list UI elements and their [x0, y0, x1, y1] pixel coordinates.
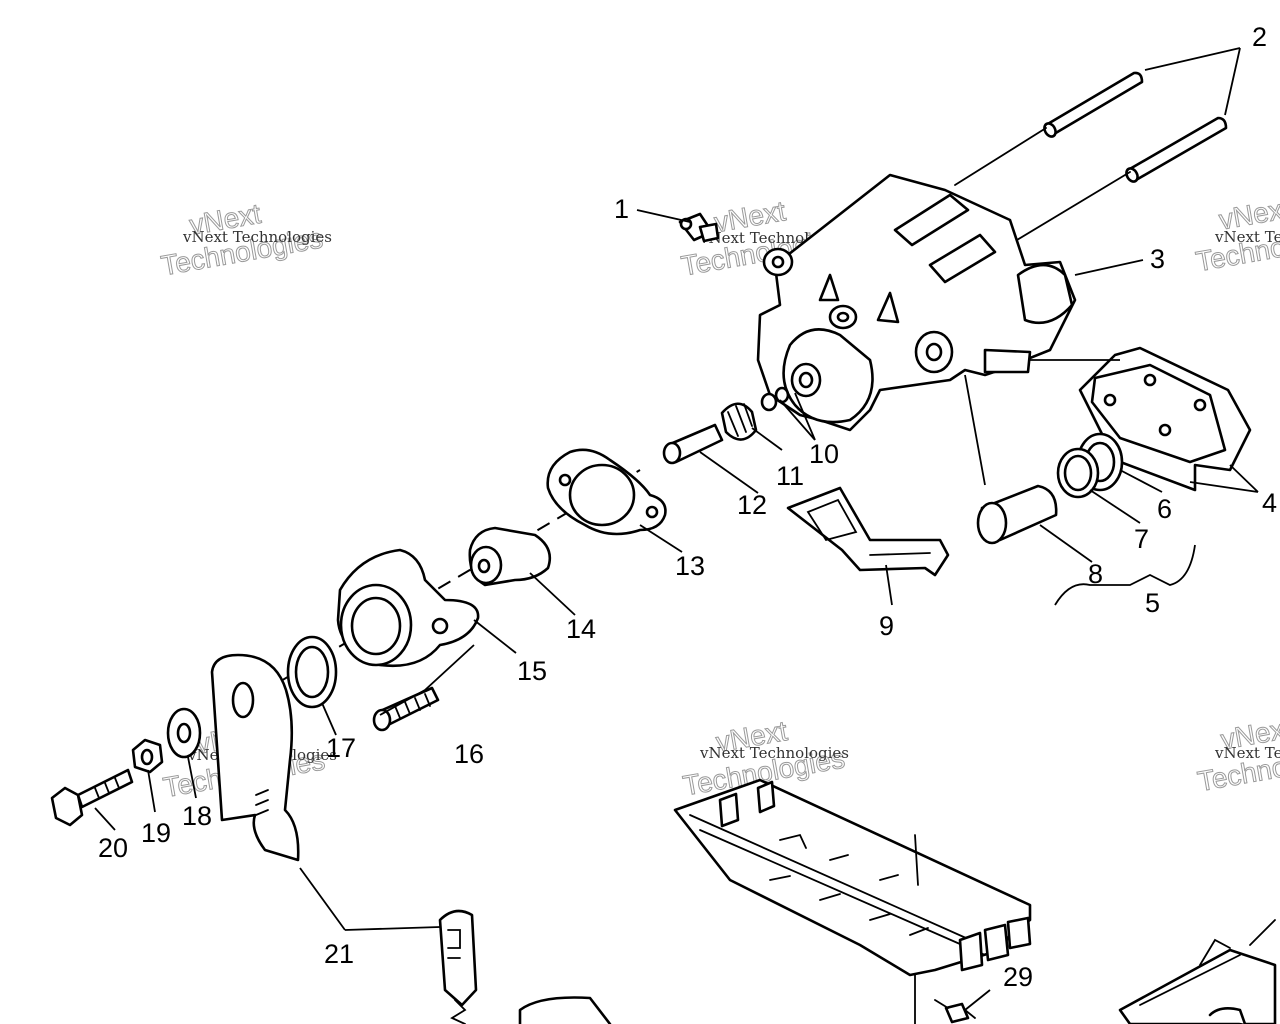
- callout-1: 1: [614, 194, 629, 224]
- part-8-piston: [976, 484, 1058, 545]
- part-18-washer: [166, 707, 202, 759]
- watermark-caption: vNext Technologies: [699, 744, 849, 762]
- callout-7: 7: [1134, 524, 1149, 554]
- callout-14: 14: [566, 614, 596, 644]
- watermark-caption: vNext Technologies: [1214, 228, 1280, 246]
- callout-3: 3: [1150, 244, 1165, 274]
- callout-2: 2: [1252, 22, 1267, 52]
- watermark-caption: vNext Technologies: [1214, 744, 1280, 762]
- callout-5: 5: [1145, 588, 1160, 618]
- part-14-piston: [468, 526, 552, 587]
- part-12-pin: [662, 423, 724, 465]
- callout-6: 6: [1157, 494, 1172, 524]
- leader-lines: [94, 47, 1259, 1024]
- part-19-nut: [131, 738, 164, 774]
- part-3-housing: [756, 173, 1077, 432]
- part-11-spring: [720, 402, 758, 441]
- part-2-dowel-pins: [954, 71, 1228, 244]
- callout-13: 13: [675, 551, 705, 581]
- callout-15: 15: [517, 656, 547, 686]
- part-16-bolt: [372, 686, 440, 732]
- callout-10: 10: [809, 439, 839, 469]
- part-17-washer: [286, 635, 338, 709]
- callout-21: 21: [324, 939, 354, 969]
- callout-19: 19: [141, 818, 171, 848]
- callout-20: 20: [98, 833, 128, 863]
- part-7-ring: [1056, 447, 1100, 499]
- callout-labels: 1 2 3 4 5 6 7 8 9 10 11 12 13 14 15 16 1…: [98, 22, 1277, 992]
- callout-12: 12: [737, 490, 767, 520]
- lower-pad-plate: [673, 778, 1032, 977]
- callout-8: 8: [1088, 559, 1103, 589]
- callout-11: 11: [776, 461, 804, 491]
- part-13-gasket: [546, 448, 667, 536]
- watermark-caption: vNext Technologies: [182, 228, 332, 246]
- part-9-clip: [786, 486, 950, 577]
- part-15-caliper: [336, 548, 480, 668]
- part-1-bleed-screw: [678, 212, 720, 243]
- callout-29: 29: [1003, 962, 1033, 992]
- part-29-small-screw: [934, 999, 976, 1024]
- callout-18: 18: [182, 801, 212, 831]
- part-10-o-ring: [760, 386, 790, 412]
- part-21-bracket: [210, 653, 300, 862]
- lower-right-pad: [1118, 919, 1277, 1024]
- callout-9: 9: [879, 611, 894, 641]
- part-20-hex-bolt: [50, 768, 134, 827]
- callout-16: 16: [454, 739, 484, 769]
- callout-17: 17: [326, 733, 356, 763]
- callout-4: 4: [1262, 488, 1277, 518]
- part-21-latch: [438, 909, 612, 1024]
